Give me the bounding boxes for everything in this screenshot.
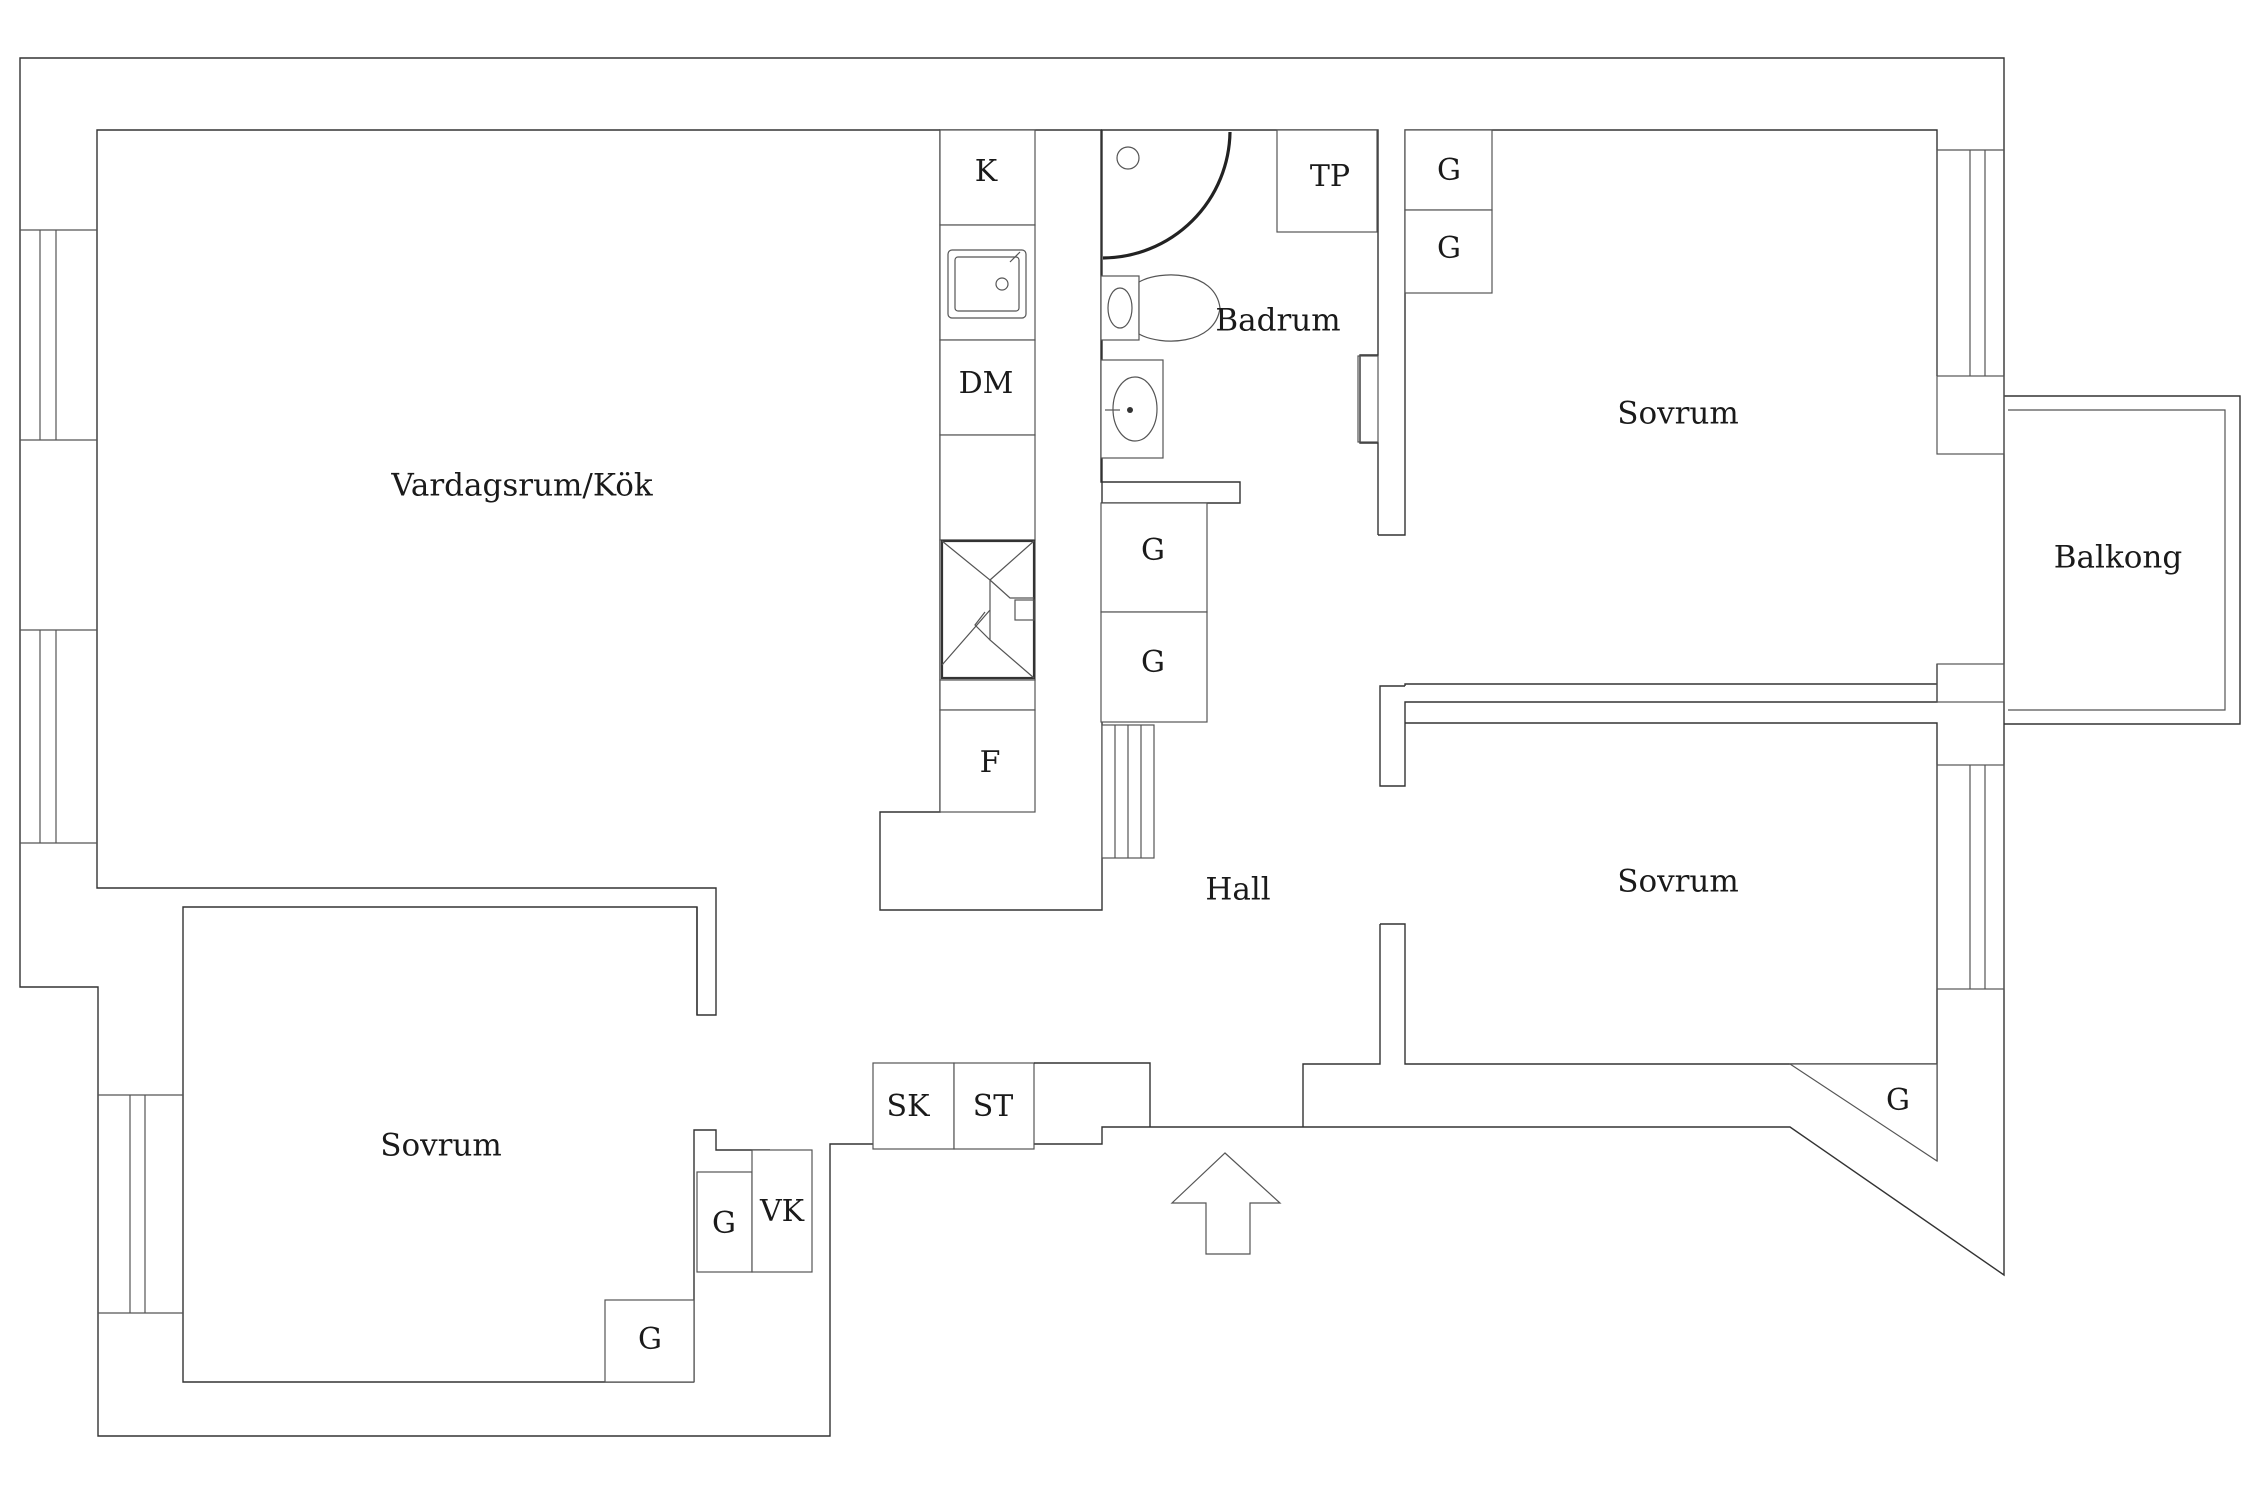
cabinet-empty [939,434,1036,541]
hall-wardrobes [1100,502,1208,723]
window-left-upper [20,229,97,441]
hall-closets-lower [872,1062,1151,1150]
g-hall-1-label: G [1141,533,1165,568]
window-bottom-left [98,1094,183,1314]
g-bedroom-tr-1-label: G [1437,153,1461,188]
window-top-right [1936,149,2004,376]
hall-label: Hall [1205,872,1270,908]
bedroom-bottom-right [1302,722,2005,1163]
living-kitchen-label: Vardagsrum/Kök [390,468,653,504]
sink-icon [947,249,1027,319]
bedroom-bottom-left [182,906,813,1383]
tp-label: TP [1310,159,1350,194]
balcony-label: Balkong [2054,540,2182,576]
sk-label: SK [887,1089,931,1124]
balcony [2004,395,2241,725]
bedroom-top-right [1378,129,2005,787]
bathroom-label: Badrum [1215,303,1340,339]
toilet-icon [1100,274,1221,342]
bedroom-bottom-right-label: Sovrum [1617,864,1739,900]
cabinet-empty-2 [939,679,1036,711]
bathroom [1100,129,1379,535]
window-left-lower [20,629,97,844]
g-bedroom-bl-label: G [638,1322,662,1357]
st-label: ST [973,1089,1014,1124]
cabinet-k [939,129,1036,226]
stove-icon [940,539,1036,680]
cabinet-dm [939,339,1036,436]
bedroom-bottom-left-label: Sovrum [380,1128,502,1164]
kitchen-counter [939,129,1036,813]
vk-label: VK [759,1194,805,1229]
g-hall-lower-label: G [712,1206,736,1241]
shower-icon [1102,131,1232,260]
cabinet-stove [939,539,1036,681]
cabinet-f [939,709,1036,813]
g-bedroom-tr-2-label: G [1437,231,1461,266]
bedroom-top-right-label: Sovrum [1617,396,1739,432]
washbasin-icon [1100,359,1164,459]
cabinet-dm-label: DM [959,366,1014,401]
towel-cabinet-tp [1276,129,1378,233]
wardrobe-br [1788,1063,1938,1163]
radiator-icon [1101,724,1155,859]
cabinet-f-label: F [980,745,1001,780]
g-hall-2-label: G [1141,645,1165,680]
cabinet-k-label: K [975,154,998,189]
entrance-arrow-icon [1170,1152,1282,1255]
g-bedroom-br-label: G [1886,1083,1910,1118]
